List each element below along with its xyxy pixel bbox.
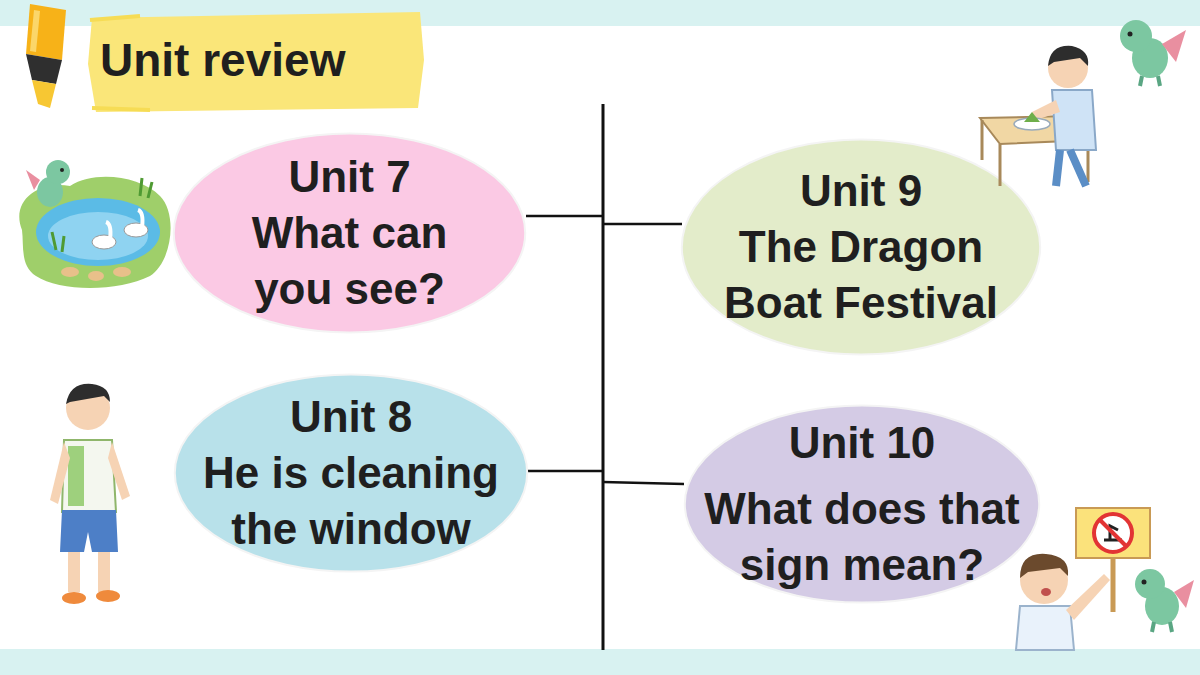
dragon-body [1145,587,1179,625]
unit-heading: Unit 10 [789,415,936,471]
ellipse-content: Unit 10 What does that sign mean? [683,404,1041,604]
marker-tip [32,80,56,108]
unit-heading: Unit 9 [800,163,922,219]
dragon-bottom-right [1135,569,1194,632]
sign-symbol [1104,526,1122,540]
unit-topic: What can you see? [225,205,475,317]
boy-shirt [62,440,116,512]
branch-line [603,223,682,226]
unit-heading: Unit 8 [290,389,412,445]
swan [92,235,116,249]
boy-leg [98,552,110,592]
dragon-eye [60,168,64,172]
dragon-wing [1162,30,1186,62]
water [36,198,160,266]
dragon-legs [1140,76,1160,86]
boy-hair [1048,46,1088,66]
highlight-band [88,12,424,112]
boy-arm [108,442,130,500]
boy-eating [980,46,1096,186]
dragon-head [1120,20,1152,52]
boy-standing [50,384,130,604]
stone [88,271,104,281]
dragon-head [46,160,70,184]
boy-shoe [62,592,86,604]
unit-ellipse: Unit 9The Dragon Boat Festival [680,138,1042,356]
stone [61,267,79,277]
grass [19,177,170,288]
dragon-eye [1142,580,1147,585]
title-text: Unit review [100,32,345,88]
boy-head [1020,556,1068,604]
boy-pointing [1016,554,1110,650]
desk-top [980,116,1090,144]
stone [113,267,131,277]
swan [124,223,148,237]
ellipse-content: Unit 8He is cleaning the window [173,373,529,573]
pond-illustration [19,177,170,288]
spine-line [602,104,605,650]
dragon-illustration [26,160,70,207]
boy-head [1048,48,1088,88]
dragon-wing [1174,580,1194,608]
branch-line [527,470,603,473]
branch-line [603,482,684,484]
dragon-eye [1128,32,1133,37]
ellipse-content: Unit 9The Dragon Boat Festival [680,138,1042,356]
boy-arm [50,442,70,504]
ellipse-content: Unit 7What can you see? [172,132,527,334]
boy-hair [66,384,110,404]
prohibition-slash [1100,520,1126,546]
dragon-head [1135,569,1165,599]
boy-leg [68,552,80,592]
desk-legs [982,120,1088,186]
sign-pole [1111,556,1116,612]
ellipse-fill [175,374,527,571]
boy-legs [1056,150,1086,186]
boy-mouth [1041,588,1051,596]
reeds [52,178,152,252]
dragon-wing [26,170,40,190]
sign-board [1076,508,1150,558]
sign-illustration [1076,508,1150,612]
prohibition-circle [1094,514,1132,552]
ellipse-fill [174,133,525,332]
unit-topic: He is cleaning the window [186,445,516,557]
marker-shine [30,10,40,52]
unit-topic: What does that sign mean? [690,481,1035,593]
boy-shorts [60,510,118,552]
shirt-stripe [68,446,84,506]
ellipse-fill [682,140,1040,355]
unit-ellipse: Unit 10 What does that sign mean? [683,404,1041,604]
unit-topic: The Dragon Boat Festival [706,219,1016,331]
zongzi [1024,112,1040,122]
branch-line [526,215,603,218]
boy-hair [1020,554,1068,578]
unit-ellipse: Unit 8He is cleaning the window [173,373,529,573]
plate [1014,118,1050,130]
marker-icon [26,4,66,108]
bottom-band [0,649,1200,675]
marker-body [26,4,66,60]
boy-shoe [96,590,120,602]
swan-neck [138,210,143,228]
dragon-body [1132,38,1168,78]
dragon-top-right [1120,20,1186,86]
boy-arm [1032,100,1060,120]
unit-heading: Unit 7 [288,149,410,205]
boy-shirt [1052,90,1096,150]
unit-ellipse: Unit 7What can you see? [172,132,527,334]
boy-shirt [1016,606,1074,650]
ellipse-fill [685,405,1039,602]
dragon-legs [1152,622,1172,632]
marker-band [26,54,62,84]
swan-neck [106,222,111,240]
boy-arm [1066,574,1110,620]
